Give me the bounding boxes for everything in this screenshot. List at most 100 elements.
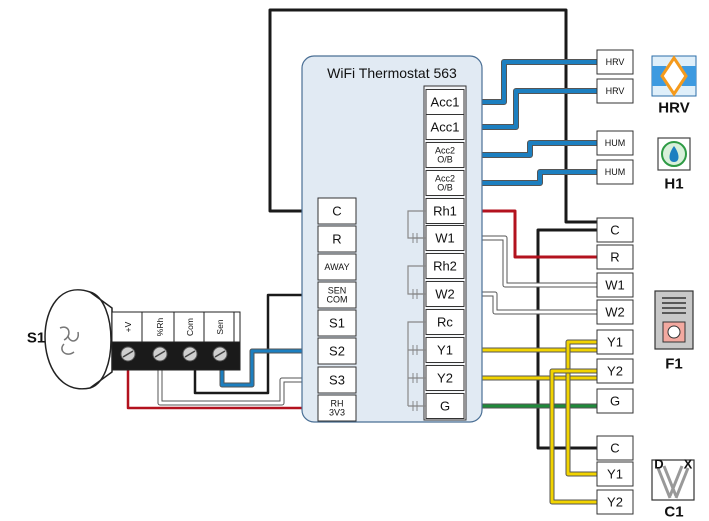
left-terminal	[317, 197, 357, 225]
left-terminal-label: AWAY	[324, 262, 349, 272]
wire-red-rh1	[464, 209, 597, 259]
f1-terminal-label: R	[610, 250, 619, 265]
f1-label: F1	[665, 356, 683, 373]
f1-terminal-label: Y1	[607, 335, 623, 350]
left-terminal	[317, 309, 357, 337]
h1-label: H1	[664, 176, 683, 193]
right-terminal	[425, 309, 465, 335]
right-terminal	[425, 198, 465, 224]
hum-terminal	[596, 130, 634, 156]
wire-yellow-c1y1	[566, 340, 597, 476]
fan-icon	[59, 326, 79, 355]
thermostat-title: WiFi Thermostat 563	[327, 65, 457, 81]
left-terminal	[317, 253, 357, 281]
left-terminal-label: S1	[329, 316, 345, 331]
f1-terminal	[596, 244, 634, 270]
right-terminal-label: W2	[435, 287, 455, 302]
right-terminal	[425, 393, 465, 419]
right-terminal-label: Rh1	[433, 204, 457, 219]
left-terminal	[317, 394, 357, 422]
c1-letter-x: X	[684, 457, 693, 472]
c1-terminal-label: Y1	[607, 467, 623, 482]
right-terminal	[425, 337, 465, 363]
furnace-icon	[654, 290, 694, 350]
wire-sensor-sen	[220, 349, 318, 387]
left-terminal-label: R	[332, 232, 341, 247]
humidifier-icon	[657, 137, 691, 171]
f1-terminal	[596, 299, 634, 325]
hrv-terminal	[596, 49, 634, 75]
jumper	[407, 265, 426, 299]
sensor-terminal-label: Sen	[215, 319, 225, 334]
left-terminal	[317, 225, 357, 253]
hrv-icon	[651, 55, 697, 97]
f1-terminal-label: C	[610, 223, 619, 238]
f1-terminal-label: W2	[605, 305, 625, 320]
c1-terminal	[596, 461, 634, 487]
right-terminal	[425, 365, 465, 391]
f1-terminal	[596, 358, 634, 384]
c1-terminal	[596, 435, 634, 461]
right-terminal-label: W1	[435, 231, 455, 246]
f1-terminal-label: G	[610, 394, 620, 409]
wire-blue-acc1b	[464, 89, 597, 129]
right-terminal	[425, 142, 465, 168]
left-terminal	[317, 281, 357, 309]
right-terminal-label: G	[440, 399, 450, 414]
left-terminal-label: S3	[329, 373, 345, 388]
jumper	[407, 210, 426, 243]
f1-terminal-label: Y2	[607, 364, 623, 379]
wire-white-w2	[464, 292, 597, 314]
right-terminal	[425, 89, 465, 115]
wire-black-c	[268, 8, 597, 224]
f1-terminal	[596, 217, 634, 243]
wire-sensor-com	[193, 293, 318, 395]
left-terminal-label: C	[332, 204, 341, 219]
right-terminal	[425, 281, 465, 307]
sensor-terminal-label: +V	[123, 321, 133, 332]
f1-terminal	[596, 329, 634, 355]
left-terminal	[317, 337, 357, 365]
wire-white-w1	[464, 236, 597, 287]
hum-terminal-label: HUM	[605, 167, 626, 177]
f1-terminal-label: W1	[605, 278, 625, 293]
sensor-terminal-label: Com	[185, 318, 195, 336]
c1-terminal-label: C	[610, 441, 619, 456]
f1-terminal	[596, 388, 634, 414]
wire-blue-acc2	[464, 141, 597, 157]
left-terminal	[317, 366, 357, 394]
sensor-terminal-label: %Rh	[155, 318, 165, 337]
wire-blue-acc2b	[464, 170, 597, 185]
right-terminal-label: Acc1	[431, 95, 460, 110]
hrv-terminal-label: HRV	[606, 86, 625, 96]
right-terminal-label: Y2	[437, 371, 453, 386]
right-terminal	[425, 170, 465, 196]
wire-sensor-rh	[158, 368, 318, 405]
c1-label: C1	[664, 504, 683, 521]
hum-terminal-label: HUM	[605, 138, 626, 148]
c1-letter-d: D	[654, 457, 663, 472]
right-terminal-label: Rh2	[433, 259, 457, 274]
wires-layer	[126, 8, 597, 505]
f1-terminal	[596, 272, 634, 298]
jumper-rc	[407, 321, 426, 411]
sensor-label-strip	[111, 311, 241, 343]
hrv-label: HRV	[658, 100, 689, 117]
right-terminal-label: Rc	[437, 315, 453, 330]
c1-terminal-label: Y2	[607, 495, 623, 510]
right-terminal-label: Acc1	[431, 120, 460, 135]
left-terminal-label: S2	[329, 344, 345, 359]
right-terminal-label: Y1	[437, 343, 453, 358]
right-terminal	[425, 114, 465, 140]
c1-terminal	[596, 489, 634, 515]
hrv-terminal	[596, 78, 634, 104]
